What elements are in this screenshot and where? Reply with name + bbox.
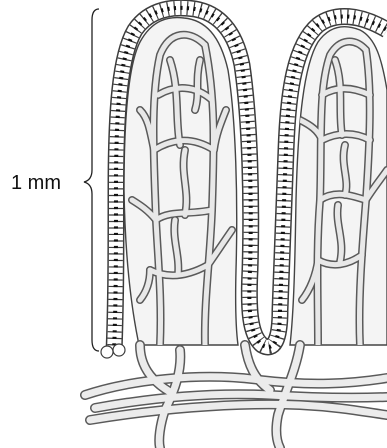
scale-bracket bbox=[84, 9, 99, 351]
base-vessels bbox=[85, 345, 387, 448]
scale-label: 1 mm bbox=[11, 172, 61, 194]
